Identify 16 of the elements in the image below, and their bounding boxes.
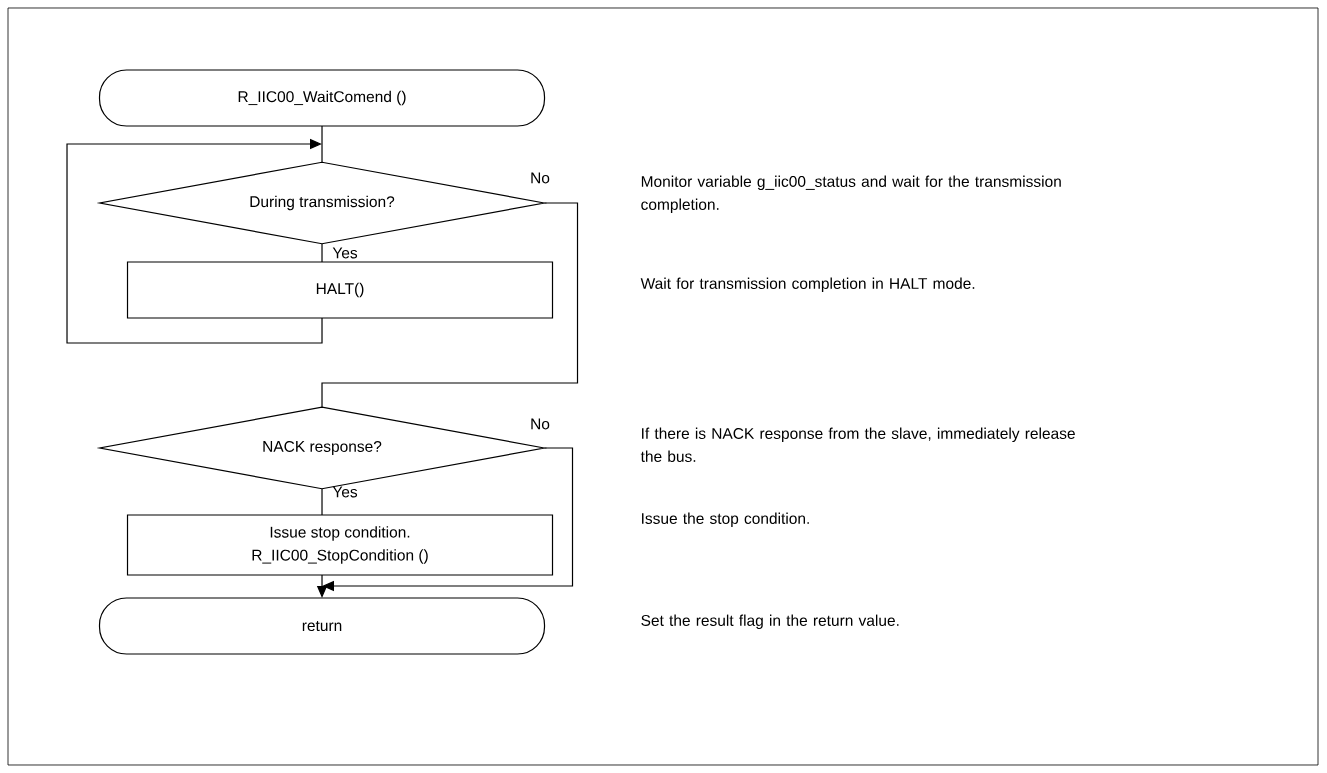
connector	[66, 138, 323, 344]
note-text: If there is NACK response from the slave, immediately release the bus.	[640, 427, 1075, 462]
edge-label: No	[531, 172, 550, 184]
process-box: HALT()	[126, 261, 554, 319]
note-text: Monitor variable g_iic00_status and wait for the transmission completion.	[641, 175, 1061, 214]
note-text: Set the result flag in the return value.	[641, 614, 899, 630]
note-text: Issue the stop condition.	[642, 512, 809, 528]
connector	[321, 202, 579, 408]
connector	[322, 447, 574, 592]
note-text: Wait for transmission completion in HALT mode.	[640, 277, 975, 293]
connector	[321, 243, 323, 263]
subroutine-box: Issue stop condition. R_IIC00_StopCondition ()	[126, 514, 554, 576]
edge-label: No	[531, 418, 550, 430]
edge-label: Yes	[332, 247, 358, 259]
connector	[321, 125, 323, 163]
connector	[321, 488, 323, 516]
